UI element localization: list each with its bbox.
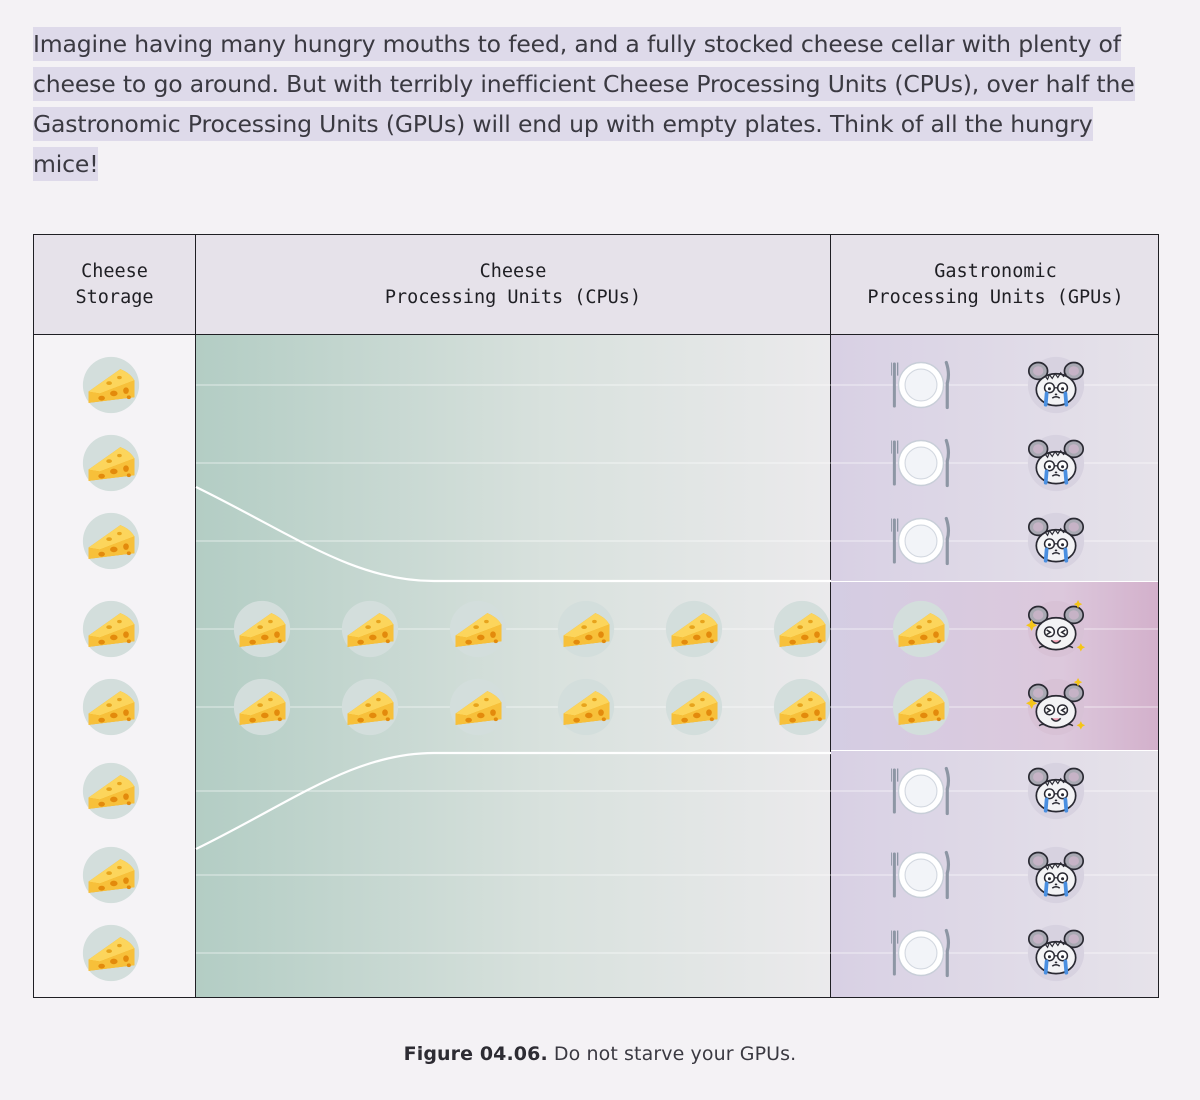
- crying-mouse-icon: [1026, 433, 1086, 493]
- gpu-plate-cheese-wedge-icon: [892, 678, 950, 736]
- empty-plate-icon: [891, 438, 951, 488]
- empty-plate-icon: [891, 360, 951, 410]
- cpu-cheese-wedge-icon: [557, 600, 615, 658]
- crying-mouse-icon: [1026, 761, 1086, 821]
- storage-cheese-wedge-icon: [82, 356, 140, 414]
- funnel-top-curve: [195, 486, 831, 583]
- crying-mouse-icon: [1026, 511, 1086, 571]
- gpu-header: Gastronomic Processing Units (GPUs): [831, 235, 1158, 335]
- intro-paragraph: Imagine having many hungry mouths to fee…: [33, 24, 1163, 184]
- storage-cheese-wedge-icon: [82, 512, 140, 570]
- cpu-cheese-wedge-icon: [449, 678, 507, 736]
- empty-plate-icon: [891, 766, 951, 816]
- figure-caption: Figure 04.06. Do not starve your GPUs.: [0, 1043, 1200, 1065]
- cpu-column: [196, 335, 831, 997]
- row-guidelines: [196, 384, 1158, 954]
- storage-cheese-wedge-icon: [82, 600, 140, 658]
- empty-plate-icon: [891, 928, 951, 978]
- cpu-cheese-wedge-icon: [341, 678, 399, 736]
- cpu-cheese-wedge-icon: [233, 600, 291, 658]
- storage-cheese-wedge-icon: [82, 678, 140, 736]
- cpu-cheese-wedge-icon: [341, 600, 399, 658]
- cpu-cheese-wedge-icon: [665, 678, 723, 736]
- fed-gpu-band: [831, 581, 1158, 751]
- crying-mouse-icon: [1026, 923, 1086, 983]
- crying-mouse-icon: [1026, 845, 1086, 905]
- cpu-cheese-wedge-icon: [449, 600, 507, 658]
- cpu-cheese-wedge-icon: [557, 678, 615, 736]
- caption-label: Figure 04.06.: [403, 1043, 548, 1065]
- cpu-cheese-wedge-icon: [773, 678, 831, 736]
- funnel-bottom-curve: [195, 751, 831, 850]
- gpu-plate-cheese-wedge-icon: [892, 600, 950, 658]
- gpu-icons-group: [891, 355, 1086, 983]
- cpu-cheese-group: [233, 600, 831, 736]
- storage-cheese-wedge-icon: [82, 924, 140, 982]
- crying-mouse-icon: [1026, 355, 1086, 415]
- caption-text: Do not starve your GPUs.: [547, 1043, 797, 1065]
- intro-text: Imagine having many hungry mouths to fee…: [33, 27, 1135, 181]
- storage-cheese-wedge-icon: [82, 434, 140, 492]
- cpu-cheese-wedge-icon: [665, 600, 723, 658]
- figure-icons-layer: [82, 355, 1158, 983]
- storage-header: Cheese Storage: [34, 235, 196, 335]
- empty-plate-icon: [891, 850, 951, 900]
- cheese-pipeline-figure: Cheese Storage Cheese Processing Units (…: [33, 234, 1159, 998]
- cpu-cheese-wedge-icon: [233, 678, 291, 736]
- storage-cheese-wedge-icon: [82, 846, 140, 904]
- cpu-header: Cheese Processing Units (CPUs): [196, 235, 831, 335]
- storage-cheese-wedge-icon: [82, 762, 140, 820]
- happy-mouse-icon: [1026, 599, 1086, 658]
- empty-plate-icon: [891, 516, 951, 566]
- cpu-cheese-wedge-icon: [773, 600, 831, 658]
- storage-cheese-group: [82, 356, 140, 982]
- happy-mouse-icon: [1026, 677, 1086, 736]
